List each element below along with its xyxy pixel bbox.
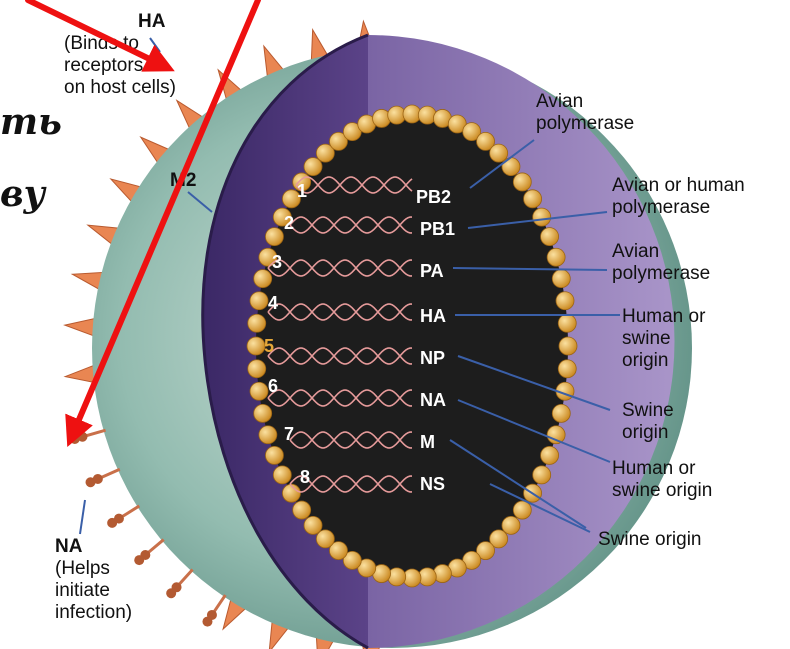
matrix-bead: [558, 314, 576, 332]
segment-name-m: M: [420, 432, 435, 452]
segment-number-5: 5: [264, 336, 274, 356]
matrix-bead: [552, 404, 570, 422]
matrix-bead: [254, 404, 272, 422]
matrix-bead: [273, 466, 291, 484]
segment-name-np: NP: [420, 348, 445, 368]
matrix-bead: [250, 382, 268, 400]
matrix-bead: [259, 426, 277, 444]
segment-number-2: 2: [284, 213, 294, 233]
origin-label-pb2: Avian polymerase: [536, 91, 634, 134]
matrix-bead: [316, 530, 334, 548]
matrix-bead: [502, 158, 520, 176]
leader-ha-surface: [150, 38, 160, 52]
origin-label-m-ns: Swine origin: [598, 529, 702, 550]
origin-label-pb1: Avian or human polymerase: [612, 175, 750, 218]
segment-name-pa: PA: [420, 261, 444, 281]
segment-number-3: 3: [272, 252, 282, 272]
na-head: [134, 555, 144, 565]
matrix-bead: [293, 501, 311, 519]
segment-number-6: 6: [268, 376, 278, 396]
segment-name-pb2: PB2: [416, 187, 451, 207]
na-head: [166, 588, 176, 598]
segment-number-4: 4: [268, 293, 278, 313]
segment-name-ha: HA: [420, 306, 446, 326]
matrix-bead: [524, 190, 542, 208]
matrix-bead: [513, 173, 531, 191]
matrix-bead: [552, 270, 570, 288]
matrix-bead: [282, 484, 300, 502]
segment-name-pb1: PB1: [420, 219, 455, 239]
segment-number-8: 8: [300, 467, 310, 487]
handwritten-overlay: ть ву: [0, 101, 62, 215]
matrix-bead: [556, 292, 574, 310]
matrix-bead: [547, 248, 565, 266]
matrix-bead: [248, 314, 266, 332]
matrix-bead: [304, 516, 322, 534]
origin-label-pa: Avian polymerase: [612, 241, 710, 284]
ha-label: HA: [138, 11, 166, 32]
na-label: NA: [55, 536, 83, 557]
matrix-bead: [513, 501, 531, 519]
na-head: [86, 477, 96, 487]
matrix-bead: [250, 292, 268, 310]
matrix-bead: [490, 144, 508, 162]
matrix-bead: [304, 158, 322, 176]
matrix-bead: [558, 360, 576, 378]
matrix-bead: [247, 337, 265, 355]
na-head: [107, 518, 117, 528]
matrix-bead: [559, 337, 577, 355]
na-description: (Helps initiate infection): [55, 558, 132, 623]
matrix-bead: [541, 228, 559, 246]
matrix-bead: [533, 466, 551, 484]
handwriting-line-1: ть: [0, 101, 62, 143]
segment-name-ns: NS: [420, 474, 445, 494]
matrix-bead: [541, 446, 559, 464]
origin-label-ha: Human or swine origin: [622, 306, 711, 371]
segment-name-na: NA: [420, 390, 446, 410]
matrix-bead: [248, 360, 266, 378]
matrix-bead: [265, 446, 283, 464]
segment-number-1: 1: [297, 181, 307, 201]
handwriting-line-2: ву: [0, 173, 47, 215]
origin-label-na: Human or swine origin: [612, 458, 712, 501]
matrix-bead: [254, 270, 272, 288]
matrix-bead: [265, 228, 283, 246]
matrix-bead: [502, 516, 520, 534]
leader-na-surface: [80, 500, 85, 534]
na-head: [202, 617, 212, 627]
segment-number-7: 7: [284, 424, 294, 444]
matrix-bead: [533, 208, 551, 226]
